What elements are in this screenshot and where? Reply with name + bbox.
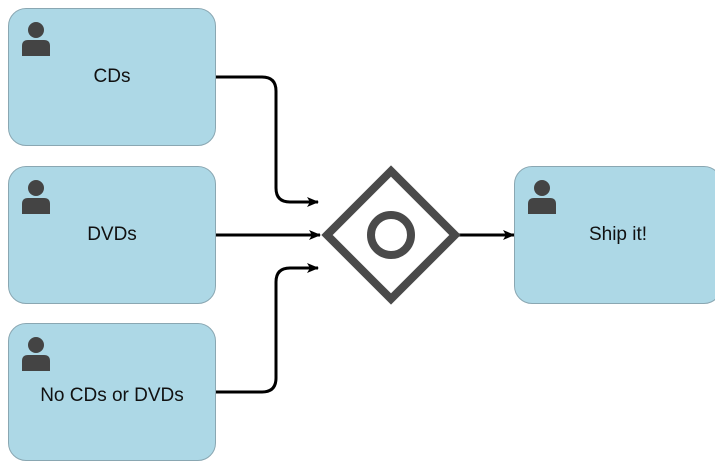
task-label: CDs [93, 66, 131, 87]
task-ship-it[interactable]: Ship it! [514, 166, 715, 304]
gateway-circle-icon [367, 211, 415, 259]
inclusive-gateway[interactable] [321, 165, 461, 305]
task-label: Ship it! [588, 224, 648, 245]
user-icon [528, 180, 556, 214]
user-icon [22, 337, 50, 371]
task-no-cds-or-dvds[interactable]: No CDs or DVDs [8, 323, 216, 461]
flow-cds-to-gateway[interactable] [216, 75, 319, 207]
flow-none-to-gateway[interactable] [216, 263, 319, 394]
task-label: DVDs [87, 224, 137, 245]
task-label: No CDs or DVDs [40, 385, 184, 406]
user-icon [22, 22, 50, 56]
user-icon [22, 180, 50, 214]
task-dvds[interactable]: DVDs [8, 166, 216, 304]
gateway-diamond [321, 165, 461, 305]
task-cds[interactable]: CDs [8, 8, 216, 146]
